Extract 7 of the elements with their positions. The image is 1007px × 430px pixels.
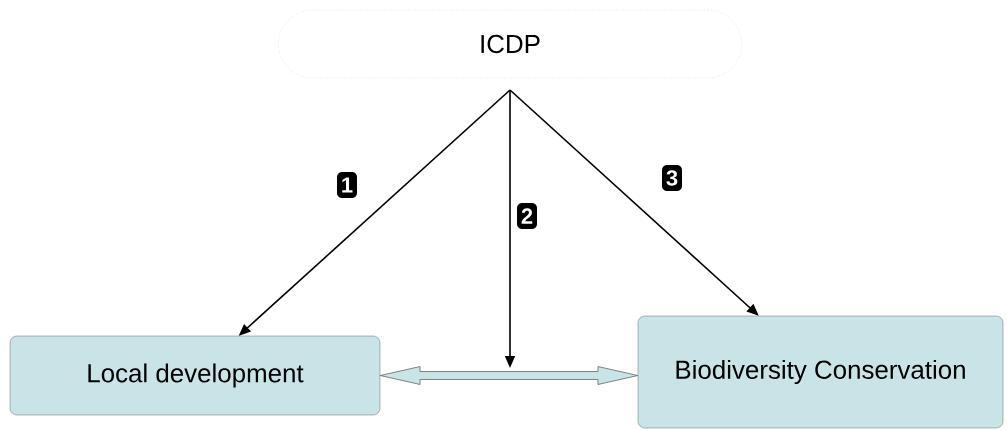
callout-number: 1 [337,172,357,198]
callout-number: 3 [662,165,682,191]
double-arrow [379,366,639,385]
arrow [509,89,759,316]
callout-number: 2 [517,203,537,229]
process-box: Local development [9,335,381,416]
process-box: Biodiversity Conservation [637,315,1004,429]
